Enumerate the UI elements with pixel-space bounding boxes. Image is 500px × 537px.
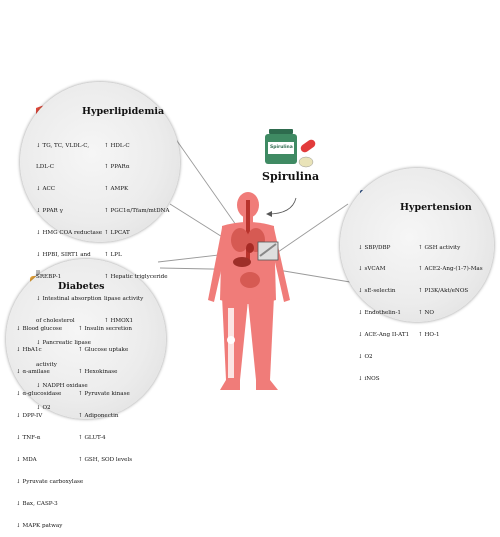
list-item: ↑ PI3K/Akt/eNOS [418,288,469,295]
list-item: ↓ O2 [36,405,51,412]
list-item: ↑ LPL [104,252,122,259]
list-item: ↓ Pyruvate carboxylase [16,478,84,485]
list-item: ↑ HDL-C [104,142,130,149]
list-item: of cholesterol [36,317,75,324]
list-item: ↓ MDA [16,456,37,463]
list-item: ↑ Hexokinase [78,369,118,376]
list-item: lipase activity [104,295,144,302]
list-item: ↓ α-glucosidase [16,391,62,398]
list-item: ↓ MAPK patway [16,522,63,529]
vessel-icon [259,243,277,257]
list-item: ↑ Hepatic triglyceride [104,273,168,280]
spirulina-label: Spirulina [262,170,320,183]
diagram-graphics [30,103,391,390]
list-item: ↑ GSH, SOD levels [78,456,133,463]
spirulina-jar-icon [265,129,297,164]
knee-joint [227,336,235,344]
hypertension-panel [340,168,494,322]
connector-hypertension [277,203,349,253]
list-item: ↓ HbA1c [16,347,42,354]
list-item: ↓ O2 [358,354,373,361]
list-item: ↑ HMOX1 [104,317,134,324]
hypertension-increased-list: ↑ GSH activity ↑ ACE2-Ang-(1-7)-Mas ↑ PI… [418,230,483,347]
list-item: ↓ HPBI, SIRT1 and [36,252,91,259]
list-item: ↑ PPARα [104,164,130,171]
list-item: ↑ LPCAT [104,230,130,237]
spirulina-arrowhead [266,211,272,217]
intestine [240,272,260,288]
list-item: ↓ ACC [36,186,56,193]
list-item: ↓ ACE-Ang II-AT1 [358,332,410,339]
diabetes-increased-list: ↑ Insulin secretion ↑ Glucose uptake ↑ H… [78,311,132,472]
list-item: ↓ NADPH oxidase [36,383,88,390]
list-item: ↑ Insulin secretion [78,325,133,332]
list-item: ↑ GLUT-4 [78,435,106,442]
lungs [231,228,249,252]
list-item: ↓ iNOS [358,375,380,382]
list-item: ↓ Endothelin-1 [358,310,401,317]
list-item: ↓ Bax, CASP-3 [16,500,58,507]
hypertension-decreased-list: ↓ SBP/DBP ↓ sVCAM ↓ sE-selectin ↓ Endoth… [358,230,409,391]
list-item: ↓ α-amilase [16,369,50,376]
list-item: ↑ Glucose uptake [78,347,129,354]
artery [246,200,250,260]
organs [227,200,279,378]
list-item: ↑ PGC1α/Tfam/mtDNA [104,208,170,215]
liver [233,257,251,267]
capsule-icon [300,139,316,153]
diabetes-title: Diabetes [58,281,105,292]
list-item: activity [36,361,57,368]
list-item: ↓ sVCAM [358,266,386,273]
list-item: ↓ TG, TC, VLDL-C, [36,142,90,149]
list-item: ↓ PPAR γ [36,208,63,215]
list-item: ↓ sE-selectin [358,288,396,295]
list-item: SREBP-1 [36,273,62,280]
list-item: ↓ HMG COA reductase [36,230,103,237]
list-item: ↑ NO [418,310,434,317]
hyperlipidemia-increased-list: ↑ HDL-C ↑ PPARα ↑ AMPK ↑ PGC1α/Tfam/mtDN… [104,128,170,332]
connector-hypertension-2 [277,269,351,283]
spirulina-arrow [267,197,297,215]
heart [246,243,254,253]
hyperlipidemia-title: Hyperlipidemia [82,106,165,117]
list-item: ↑ HO-1 [418,332,440,339]
hypertension-title: Hypertension [400,202,472,213]
list-item: ↓ Blood glucose [16,325,63,332]
list-item: ↓ SBP/DBP [358,244,391,251]
diabetes-panel [6,259,166,419]
list-item: ↓ Pancreatic lipase [36,339,91,346]
list-item: ↓ DPP-IV [16,413,43,420]
jar-label: Spirulina [270,145,293,150]
list-item: LDL-C [36,164,55,171]
hyperlipidemia-panel [20,82,180,242]
diabetes-decreased-list: ↓ Blood glucose ↓ HbA1c ↓ α-amilase ↓ α-… [16,311,83,537]
list-item: ↑ GSH activity [418,244,461,251]
list-item: ↓ Intestinal absorption [36,295,102,302]
list-item: ↑ Adiponectin [78,413,119,420]
list-item: ↑ ACE2-Ang-(1-7)-Mas [418,266,483,273]
list-item: ↑ Pyruvate kinase [78,391,130,398]
hyperlipidemia-decreased-list: ↓ TG, TC, VLDL-C, LDL-C ↓ ACC ↓ PPAR γ ↓… [36,128,102,420]
tablet-icon [298,156,314,168]
list-item: ↓ TNF-α [16,435,41,442]
list-item: ↑ AMPK [104,186,129,193]
